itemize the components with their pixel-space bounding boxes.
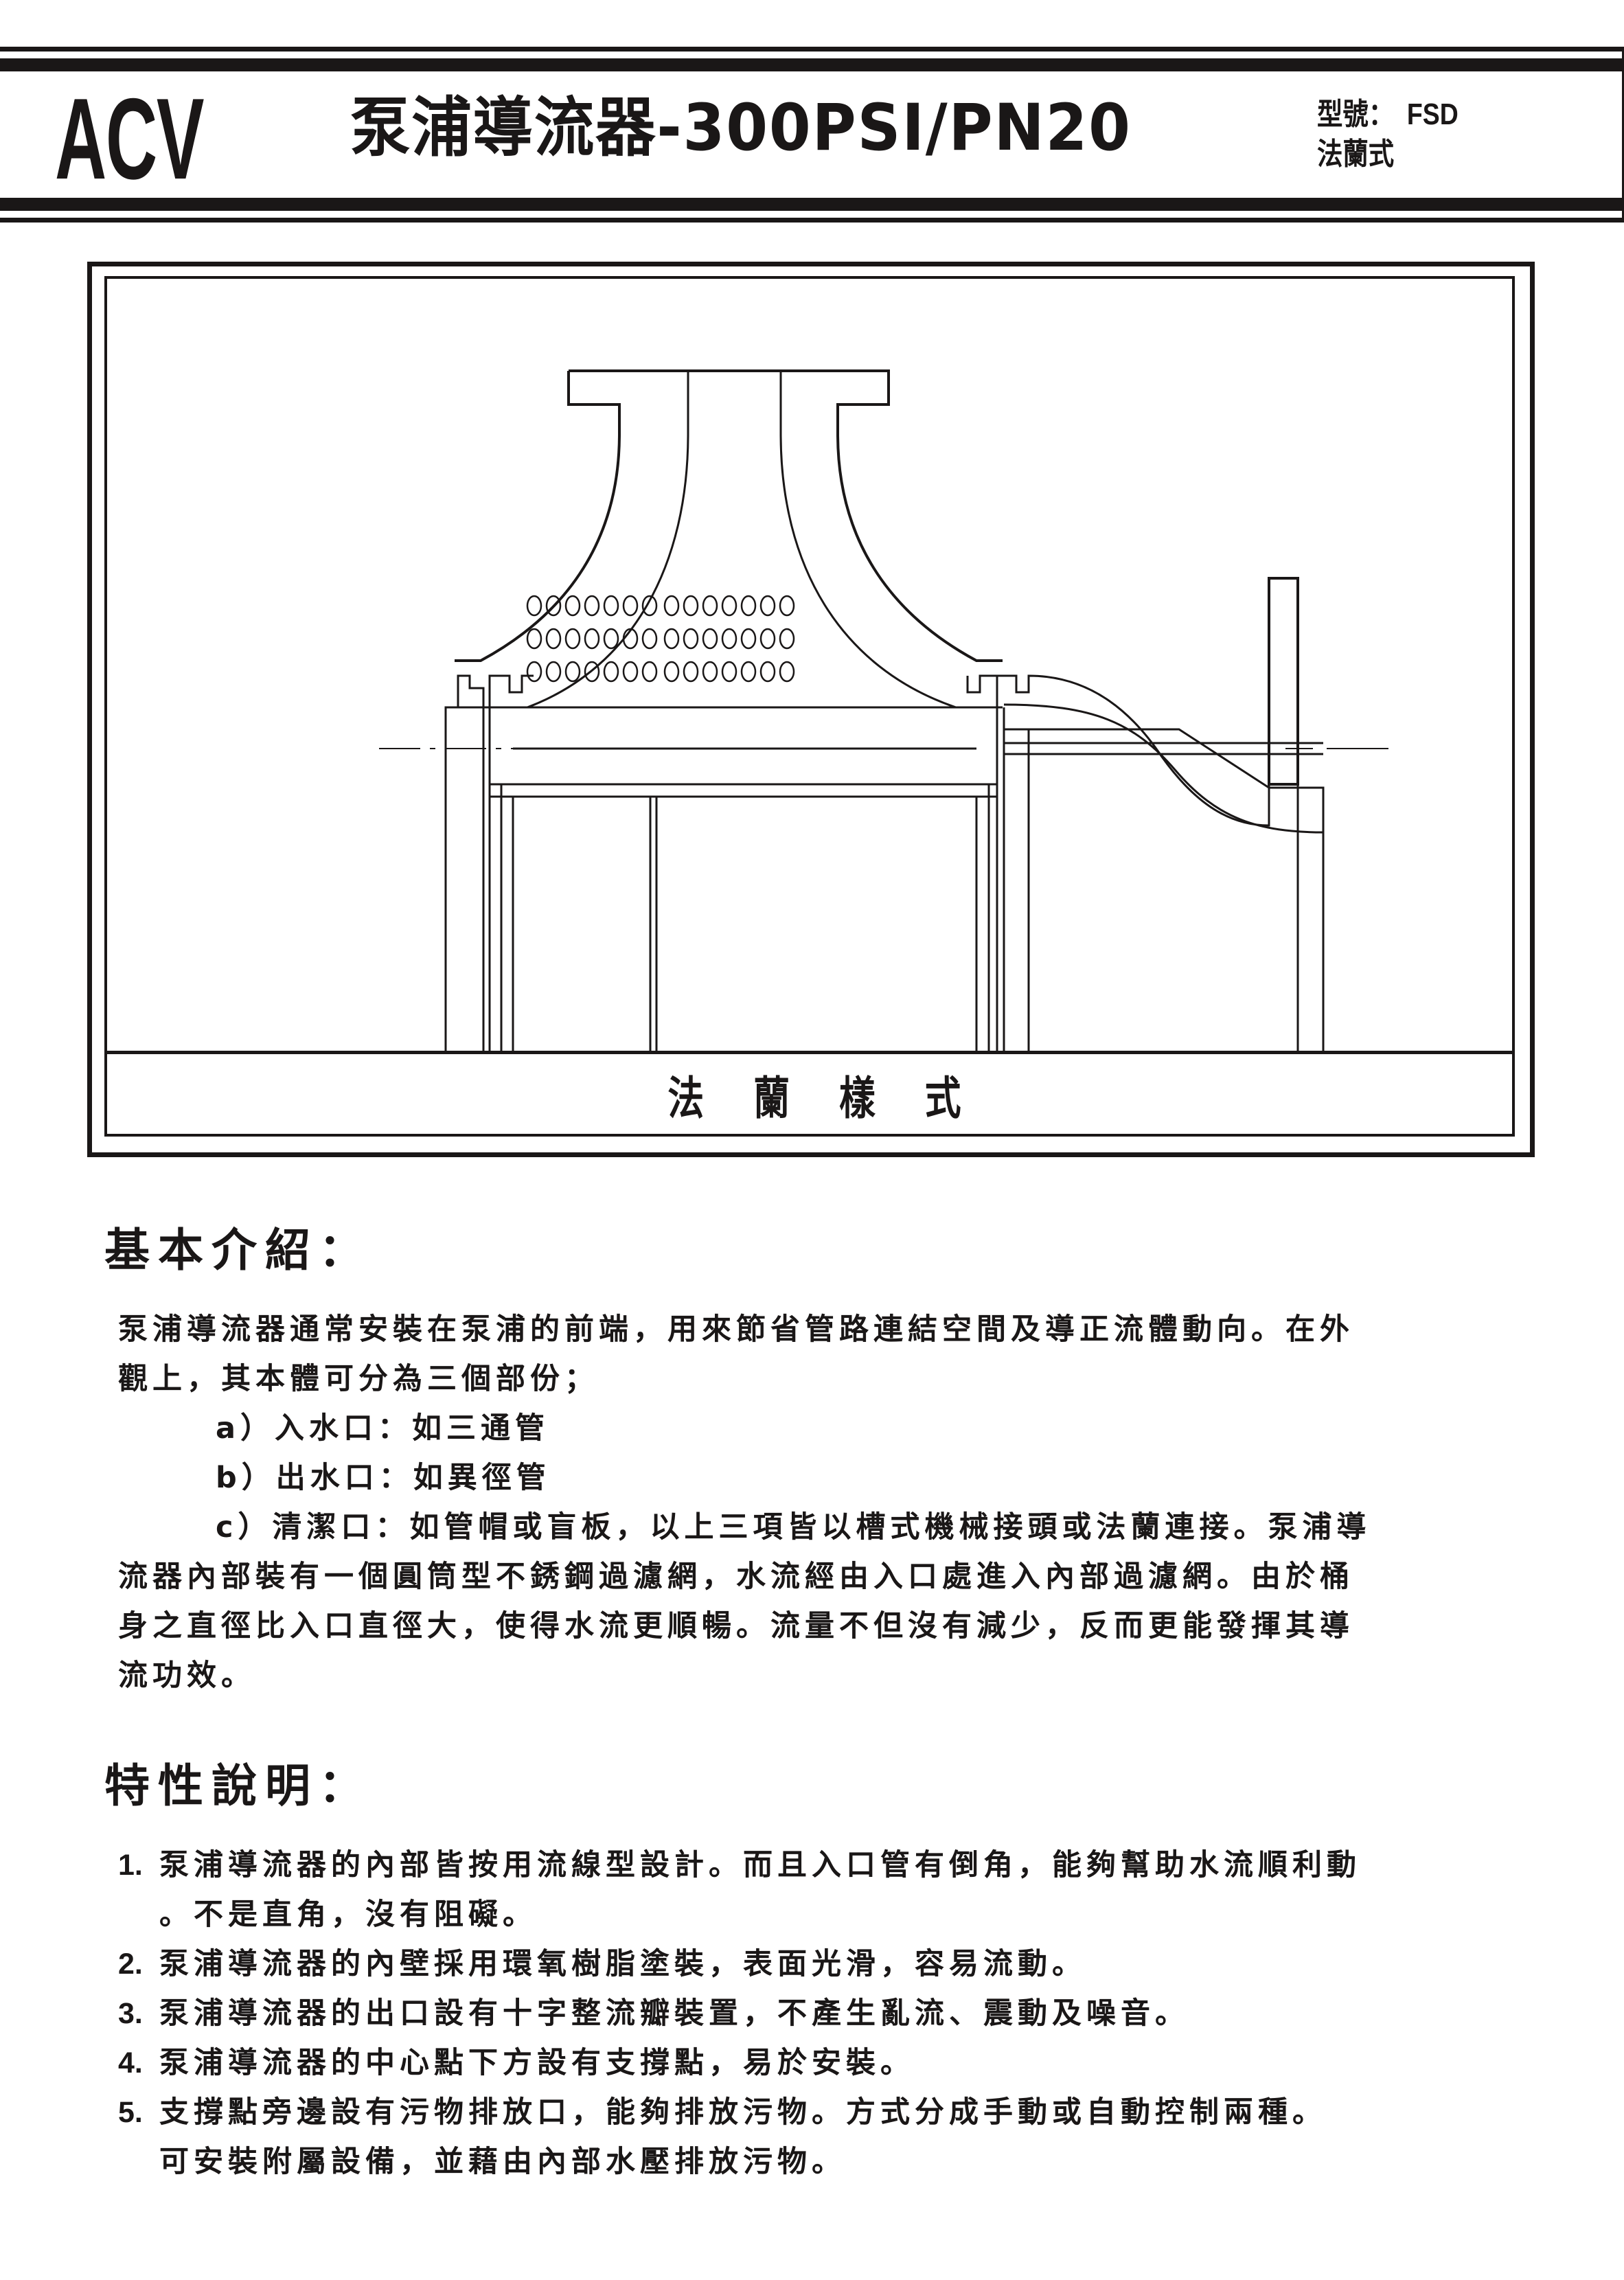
intro-line: 流器內部裝有一個圓筒型不銹鋼過濾網，水流經由入口處進入內部過濾網。由於桶 bbox=[118, 1560, 1354, 1594]
intro-part-b: b）出水口：如異徑管 bbox=[118, 1453, 1512, 1503]
connection-type: 法蘭式 bbox=[1317, 137, 1395, 172]
feature-item-2: 2. 泵浦導流器的內壁採用環氧樹脂塗裝，表面光滑，容易流動。 bbox=[118, 1939, 1512, 1989]
feature-number: 1. bbox=[118, 1849, 143, 1882]
features-heading: 特性說明： bbox=[104, 1759, 372, 1812]
intro-part-c: c）清潔口：如管帽或盲板，以上三項皆以槽式機械接頭或法蘭連接。泵浦導 bbox=[118, 1503, 1512, 1552]
inlet-flange-left bbox=[455, 371, 621, 662]
intro-heading: 基本介紹： bbox=[104, 1224, 372, 1277]
feature-item-4: 4. 泵浦導流器的中心點下方設有支撐點，易於安裝。 bbox=[118, 2038, 1512, 2088]
feature-number: 5. bbox=[118, 2096, 143, 2129]
feature-text: 泵浦導流器的內部皆按用流線型設計。而且入口管有倒角，能夠幫助水流順利動 bbox=[159, 1848, 1361, 1882]
feature-number: 3. bbox=[118, 1997, 143, 2030]
intro-line: 泵浦導流器通常安裝在泵浦的前端，用來節省管路連結空間及導正流體動向。在外 bbox=[118, 1312, 1354, 1347]
figure-caption: 法蘭樣式 bbox=[104, 1058, 1512, 1132]
diffuser-cross-section-drawing bbox=[379, 369, 1388, 1051]
part-label: c） bbox=[216, 1510, 273, 1544]
header-rule-bottom-thick bbox=[0, 198, 1622, 211]
end-cap bbox=[444, 674, 485, 1051]
figure-inner-frame bbox=[104, 276, 1515, 1137]
feature-item-5-cont: 可安裝附屬設備，並藉由內部水壓排放污物。 bbox=[159, 2145, 846, 2179]
inlet-flange-right bbox=[569, 369, 1003, 662]
part-text: 出水口：如異徑管 bbox=[275, 1461, 551, 1495]
model-value: FSD bbox=[1406, 98, 1459, 131]
feature-item-1: 1. 泵浦導流器的內部皆按用流線型設計。而且入口管有倒角，能夠幫助水流順利動 bbox=[118, 1840, 1512, 1890]
figure-frame bbox=[87, 262, 1535, 1157]
feature-text: 支撐點旁邊設有污物排放口，能夠排放污物。方式分成手動或自動控制兩種。 bbox=[159, 2095, 1327, 2130]
part-text: 清潔口：如管帽或盲板，以上三項皆以槽式機械接頭或法蘭連接。泵浦導 bbox=[272, 1510, 1371, 1544]
feature-text: 泵浦導流器的內壁採用環氧樹脂塗裝，表面光滑，容易流動。 bbox=[159, 1947, 1086, 1981]
intro-part-a: a）入水口：如三通管 bbox=[118, 1404, 1512, 1453]
feature-text: 泵浦導流器的中心點下方設有支撐點，易於安裝。 bbox=[159, 2046, 915, 2080]
model-label: 型號： bbox=[1317, 97, 1395, 132]
feature-item-3: 3. 泵浦導流器的出口設有十字整流瓣裝置，不產生亂流、震動及噪音。 bbox=[118, 1989, 1512, 2038]
feature-text: 泵浦導流器的出口設有十字整流瓣裝置，不產生亂流、震動及噪音。 bbox=[159, 1996, 1189, 2031]
brand-logo: ACV bbox=[55, 74, 204, 203]
features-list: 1. 泵浦導流器的內部皆按用流線型設計。而且入口管有倒角，能夠幫助水流順利動 。不… bbox=[118, 1840, 1512, 2187]
part-label: a） bbox=[216, 1411, 275, 1446]
reducer-top bbox=[997, 674, 1270, 827]
feature-item-1-cont: 。不是直角，沒有阻礙。 bbox=[159, 1897, 537, 1932]
model-info: 型號： FSD 法蘭式 bbox=[1317, 95, 1459, 174]
part-label: b） bbox=[216, 1461, 276, 1495]
intro-body: 泵浦導流器通常安裝在泵浦的前端，用來節省管路連結空間及導正流體動向。在外 觀上，… bbox=[118, 1305, 1512, 1700]
model-number: 型號： FSD bbox=[1317, 95, 1459, 135]
header-rule-top-thick bbox=[0, 58, 1622, 71]
strainer-perforations bbox=[526, 595, 795, 683]
caption-divider bbox=[104, 1051, 1512, 1054]
outlet-flange-top bbox=[1268, 577, 1299, 786]
header-rule-bottom-thin bbox=[0, 218, 1622, 223]
intro-line: 流功效。 bbox=[118, 1658, 255, 1693]
header-rule-top-thin bbox=[0, 47, 1622, 52]
feature-number: 4. bbox=[118, 2047, 143, 2079]
page-title: 泵浦導流器-300PSI/PN20 bbox=[350, 91, 1132, 166]
intro-line: 身之直徑比入口直徑大，使得水流更順暢。流量不但沒有減少，反而更能發揮其導 bbox=[118, 1609, 1354, 1643]
header-rule-end-tick bbox=[1622, 47, 1624, 223]
feature-item-5: 5. 支撐點旁邊設有污物排放口，能夠排放污物。方式分成手動或自動控制兩種。 bbox=[118, 2088, 1512, 2137]
intro-line: 觀上，其本體可分為三個部份； bbox=[118, 1362, 599, 1396]
feature-number: 2. bbox=[118, 1948, 143, 1981]
part-text: 入水口：如三通管 bbox=[275, 1411, 550, 1446]
figure-caption-text: 法蘭樣式 bbox=[667, 1072, 1011, 1125]
